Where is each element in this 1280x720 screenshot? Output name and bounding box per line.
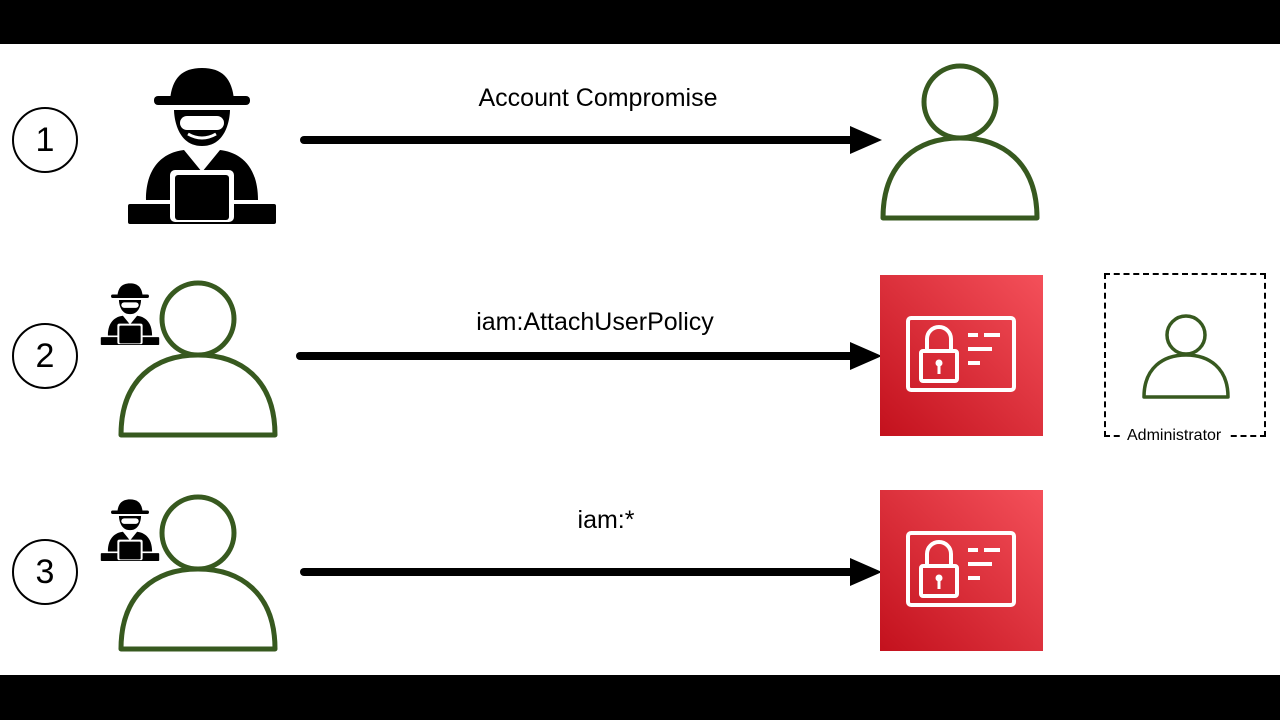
iam-permissions-icon xyxy=(880,490,1043,651)
user-icon xyxy=(880,63,1040,221)
step-1-number: 1 xyxy=(12,107,78,173)
step-3-action-label: iam:* xyxy=(577,506,635,534)
administrator-label: Administrator xyxy=(1121,427,1228,445)
step-1-action-label: Account Compromise xyxy=(478,84,718,112)
right-arrow-icon xyxy=(300,126,882,154)
user-icon xyxy=(118,494,278,652)
user-icon xyxy=(118,280,278,438)
step-3-number: 3 xyxy=(12,539,78,605)
step-2-action-label: iam:AttachUserPolicy xyxy=(476,308,714,336)
right-arrow-icon xyxy=(300,558,882,586)
user-icon xyxy=(1142,314,1230,399)
hacker-icon xyxy=(100,499,160,561)
hacker-icon xyxy=(100,283,160,345)
step-2-number: 2 xyxy=(12,323,78,389)
hacker-icon xyxy=(128,68,276,224)
iam-permissions-icon xyxy=(880,275,1043,436)
right-arrow-icon xyxy=(296,342,882,370)
